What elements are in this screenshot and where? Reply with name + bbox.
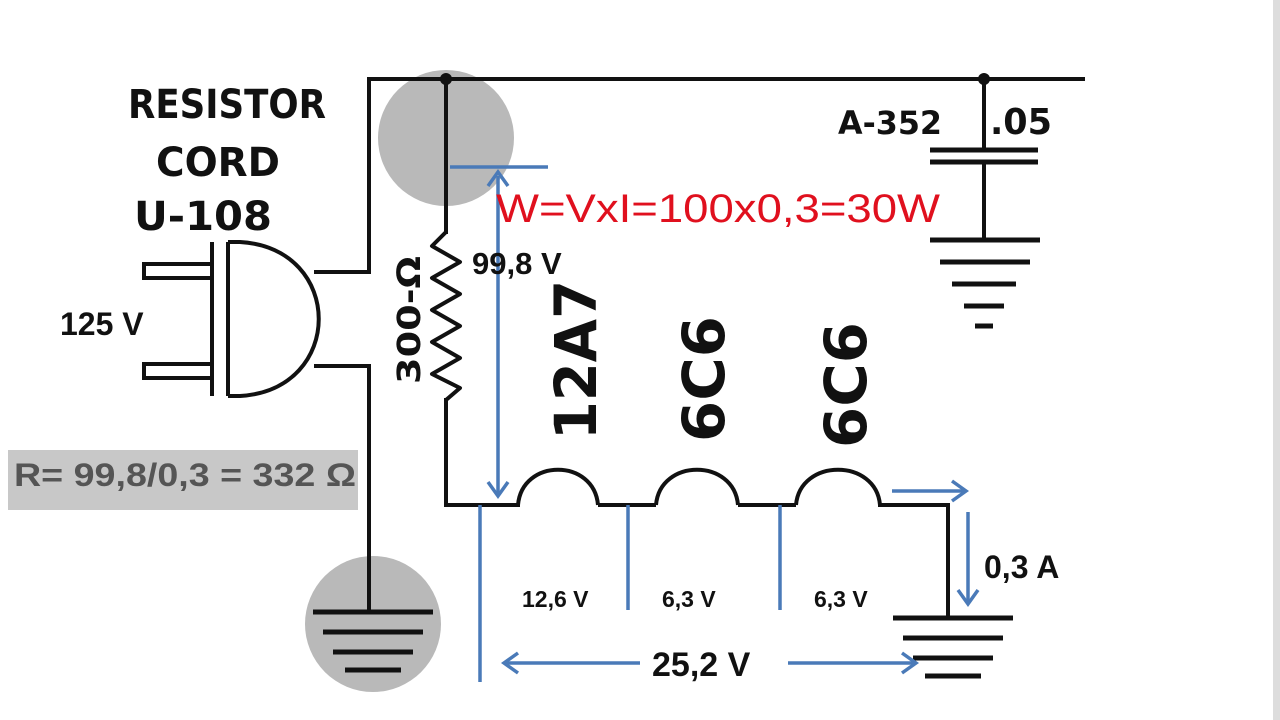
tube3-voltage-label: 6,3 V bbox=[814, 586, 868, 612]
filament-1 bbox=[516, 467, 600, 506]
tube1-voltage-label: 12,6 V bbox=[522, 586, 589, 612]
capacitor-part-label: A-352 bbox=[838, 104, 942, 142]
slide-edge bbox=[1273, 0, 1280, 720]
resistance-formula: R= 99,8/0,3 = 332 Ω bbox=[14, 457, 356, 493]
power-formula: W=VxI=100x0,3=30W bbox=[496, 187, 940, 231]
tube-label-6c6-a: 6C6 bbox=[670, 316, 738, 442]
filament-2 bbox=[654, 467, 740, 506]
ground-symbol-left bbox=[313, 609, 433, 673]
plug-symbol bbox=[142, 240, 321, 398]
resistor-value-label: 300-Ω bbox=[390, 256, 428, 384]
resistor-cord-label-1: RESISTOR bbox=[128, 82, 326, 128]
top-junction-dot bbox=[440, 73, 452, 85]
resistor-symbol bbox=[430, 230, 462, 402]
capacitor-value-label: .05 bbox=[990, 102, 1052, 143]
supply-voltage-label: 125 V bbox=[60, 306, 144, 342]
blue-annotations bbox=[450, 165, 980, 682]
ground-highlight bbox=[305, 556, 441, 692]
tube-label-12a7: 12A7 bbox=[542, 280, 610, 440]
capacitor-symbol bbox=[930, 147, 1038, 165]
tube-label-6c6-b: 6C6 bbox=[812, 322, 880, 448]
resistor-drop-label: 99,8 V bbox=[472, 246, 562, 281]
current-label: 0,3 A bbox=[984, 549, 1059, 585]
ground-symbol-filament bbox=[893, 615, 1013, 679]
ground-symbol-capacitor bbox=[930, 237, 1040, 329]
filament-3 bbox=[794, 467, 882, 506]
wiring bbox=[314, 77, 1085, 620]
tube2-voltage-label: 6,3 V bbox=[662, 586, 716, 612]
resistance-formula-box bbox=[8, 450, 358, 510]
resistor-cord-label-2: CORD bbox=[156, 140, 280, 186]
filament-total-label: 25,2 V bbox=[652, 646, 751, 684]
cap-junction-dot bbox=[978, 73, 990, 85]
filaments bbox=[516, 467, 882, 507]
resistor-cord-label-3: U-108 bbox=[134, 194, 272, 240]
